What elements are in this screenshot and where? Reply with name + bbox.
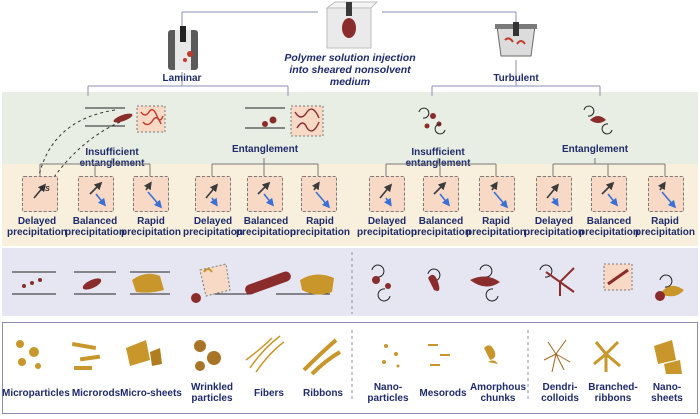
product-label-4: Wrinkled particles [190,382,234,404]
precip-label-4: Delayed precipitation [182,216,243,238]
precip-label-9: Rapid precipitation [465,216,526,238]
precipitation-branch-lines [39,158,666,176]
products-illustrations [16,330,682,402]
precipitation-band [2,164,698,246]
precip-label-12: Rapid precipitation [634,216,695,238]
product-label-7: Nano-particles [367,382,409,404]
laminar-entanglement-illustration [245,105,324,137]
product-label-1: Microparticles [2,388,70,399]
product-label-6: Ribbons [303,388,343,399]
precip-label-3: Rapid precipitation [120,216,181,238]
precip-label-1: Delayed precipitation [6,216,67,238]
turbulent-insufficient-illustration [418,107,446,135]
turbulent-entanglement-label: Entanglement [561,144,629,155]
turbulent-entanglement-illustration [583,105,613,135]
product-label-10: Dendri-colloids [541,382,579,404]
injection-cube-icon [325,1,379,49]
precip-label-10: Delayed precipitation [523,216,584,238]
turbulent-label: Turbulent [493,73,539,84]
entanglement-band [2,92,698,164]
precip-label-2: Balanced precipitation [64,216,125,238]
product-label-8: Mesorods [419,388,467,399]
precip-box-12 [648,176,684,212]
header-tree-lines [87,11,601,96]
laminar-entanglement-label: Entanglement [231,144,299,155]
laminar-label: Laminar [162,73,202,84]
precipitation-arrows [33,181,677,209]
laminar-vessel-icon [168,26,198,70]
precip-label-7: Delayed precipitation [356,216,417,238]
precip-box-1 [22,176,58,212]
product-label-3: Micro-sheets [120,388,182,399]
precip-label-8: Balanced precipitation [410,216,471,238]
laminar-insufficient-illustration [85,105,166,133]
zoom-dashed-arcs [37,109,121,181]
precip-label-11: Balanced precipitation [578,216,639,238]
products-frame [2,322,698,414]
ns-label: NS [40,186,50,193]
turbulent-vessel-icon [495,22,537,57]
product-label-12: Nano-sheets [651,382,683,404]
precip-label-6: Rapid precipitation [289,216,350,238]
process-title: Polymer solution injection into sheared … [284,52,416,88]
morphology-illustrations [12,252,684,314]
product-label-11: Branched-ribbons [588,382,638,404]
product-label-5: Fibers [253,388,284,399]
precip-label-5: Balanced precipitation [235,216,296,238]
product-label-9: Amorphous chunks [469,382,527,404]
morphology-band [2,248,698,316]
product-label-2: Microrods [71,388,121,399]
